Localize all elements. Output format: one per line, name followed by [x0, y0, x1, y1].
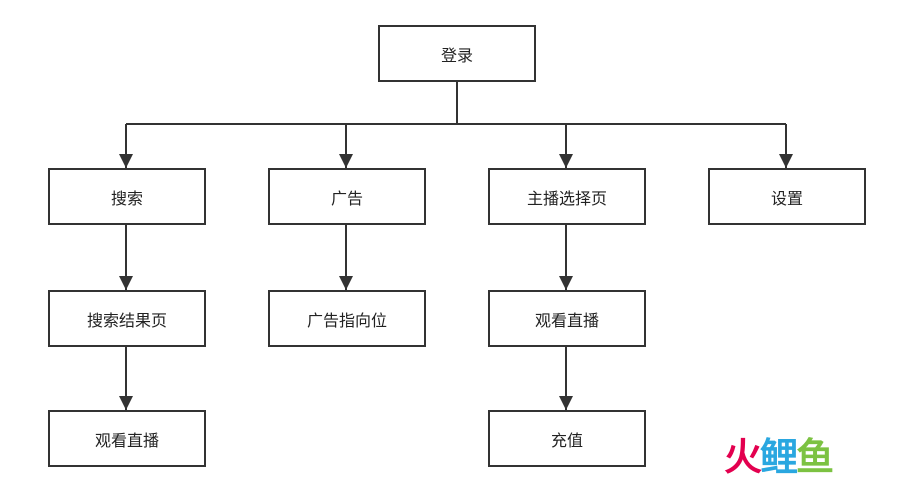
- node-search-results: 搜索结果页: [48, 290, 206, 347]
- node-watch-live-2: 观看直播: [488, 290, 646, 347]
- node-login: 登录: [378, 25, 536, 82]
- node-settings: 设置: [708, 168, 866, 225]
- node-ad-target: 广告指向位: [268, 290, 426, 347]
- watermark-char-3: 鱼: [796, 435, 834, 479]
- node-watch-live-1: 观看直播: [48, 410, 206, 467]
- node-anchor-select: 主播选择页: [488, 168, 646, 225]
- node-ads: 广告: [268, 168, 426, 225]
- watermark-char-2: 鲤: [760, 435, 798, 479]
- watermark-logo: 火鲤鱼: [724, 436, 884, 478]
- watermark-char-1: 火: [724, 435, 762, 479]
- node-search: 搜索: [48, 168, 206, 225]
- node-recharge: 充值: [488, 410, 646, 467]
